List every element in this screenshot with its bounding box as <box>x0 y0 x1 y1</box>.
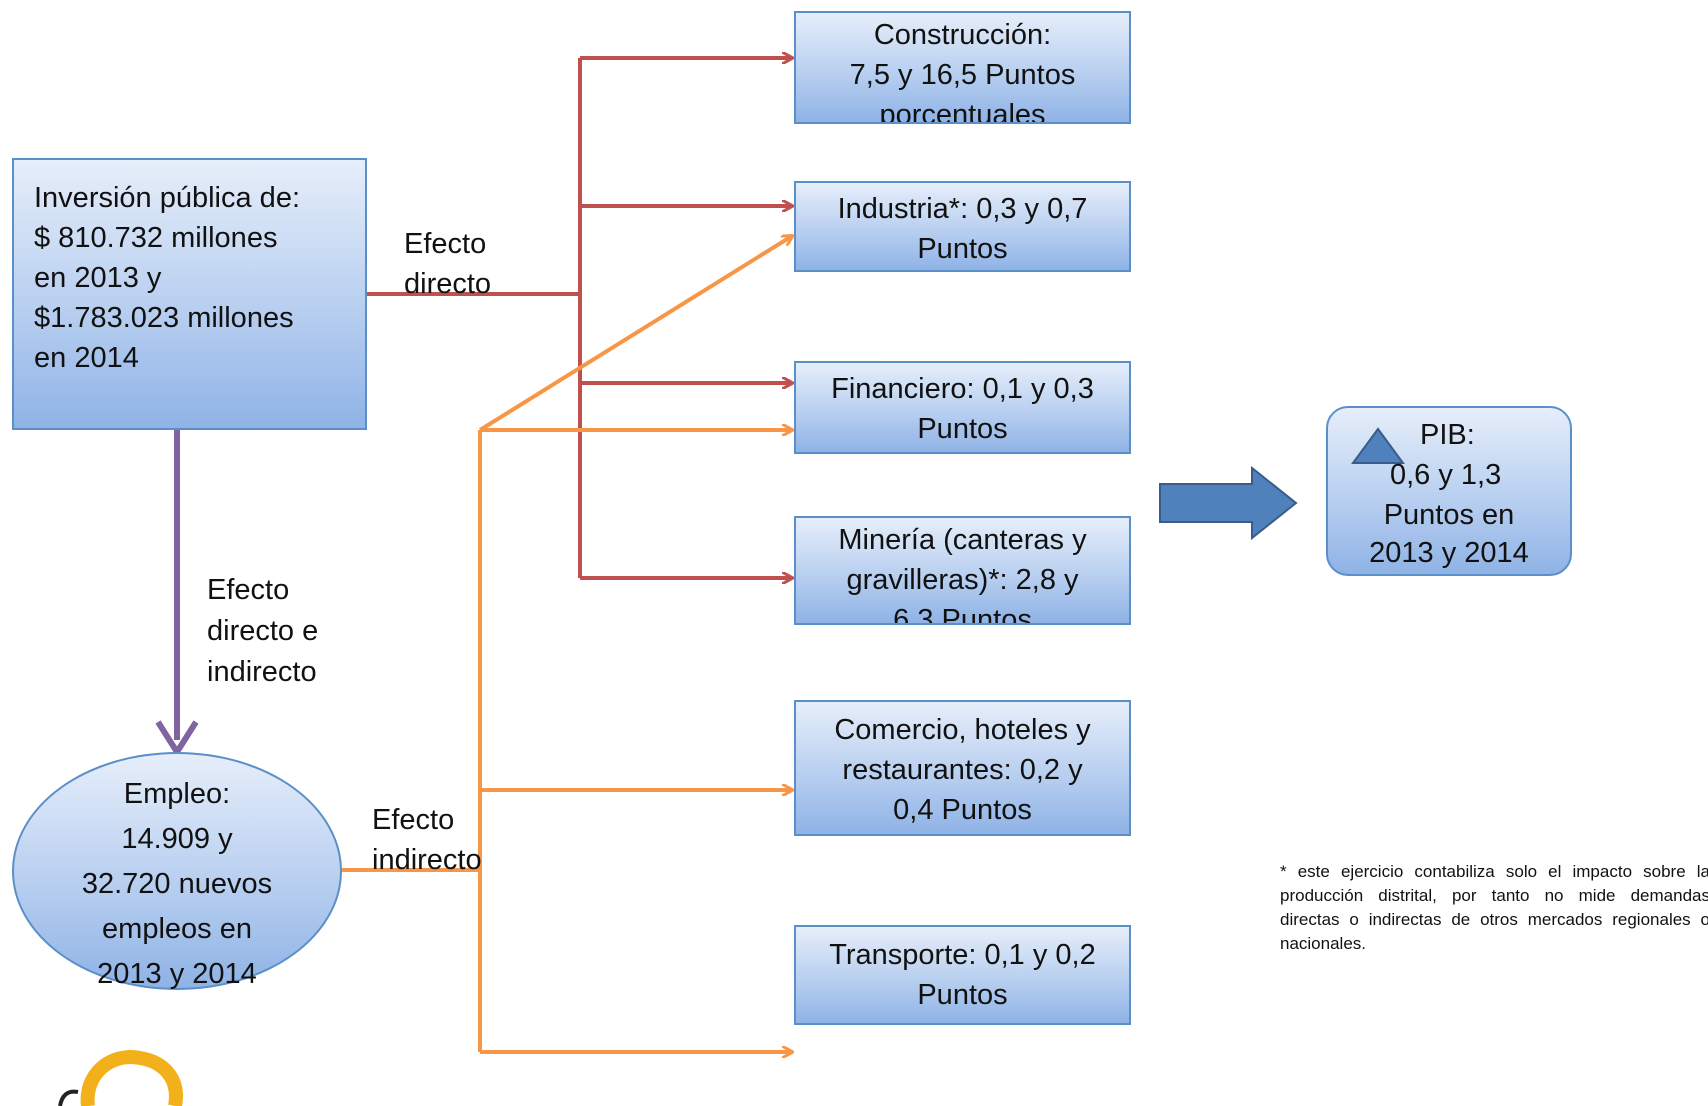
sector-mineria: Minería (canteras y gravilleras)*: 2,8 y… <box>794 516 1131 625</box>
pib-values: 0,6 y 1,3 <box>1390 459 1502 491</box>
label-indirect-effect: Efecto indirecto <box>372 804 482 876</box>
employment-line-5: 2013 y 2014 <box>97 958 257 990</box>
pib-line-3: Puntos en <box>1383 499 1515 531</box>
employment-line-3: 32.720 nuevos <box>81 868 273 900</box>
label-direct-effect: Efecto directo <box>404 228 492 300</box>
footnote: * este ejercicio contabiliza solo el imp… <box>1280 862 1708 953</box>
delta-triangle-icon <box>1351 427 1405 464</box>
pib-title: PIB: <box>1420 419 1475 451</box>
direct-effect-lines <box>367 58 792 578</box>
big-right-arrow <box>1159 465 1298 541</box>
employment-line-4: empleos en <box>102 913 252 945</box>
sector-transporte: Transporte: 0,1 y 0,2 Puntos <box>794 925 1131 1025</box>
pib-line-4: 2013 y 2014 <box>1369 537 1529 569</box>
investment-line-2: $ 810.732 millones <box>34 222 278 254</box>
employment-line-2: 14.909 y <box>121 823 233 855</box>
sector-financiero: Financiero: 0,1 y 0,3 Puntos <box>794 361 1131 454</box>
investment-line-3: en 2013 y <box>34 262 162 294</box>
sector-construccion: Construcción: 7,5 y 16,5 Puntos porcentu… <box>794 11 1131 124</box>
investment-line-1: Inversión pública de: <box>34 182 300 214</box>
logo-partial <box>58 1050 183 1106</box>
label-direct-indirect-effect: Efecto directo e indirecto <box>207 574 319 688</box>
arrow-to-industria-indirect <box>478 236 792 432</box>
investment-line-4: $1.783.023 millones <box>34 302 294 334</box>
sector-industria: Industria*: 0,3 y 0,7 Puntos <box>794 181 1131 272</box>
employment-arrow <box>155 430 199 758</box>
investment-box: Inversión pública de: $ 810.732 millones… <box>12 158 367 430</box>
pib-box: PIB: 0,6 y 1,3 Puntos en 2013 y 2014 <box>1326 406 1572 576</box>
sector-comercio: Comercio, hoteles y restaurantes: 0,2 y … <box>794 700 1131 836</box>
investment-line-5: en 2014 <box>34 342 139 374</box>
employment-ellipse: Empleo: 14.909 y 32.720 nuevos empleos e… <box>12 752 342 990</box>
employment-line-1: Empleo: <box>123 778 231 810</box>
indirect-effect-lines <box>342 236 792 1052</box>
